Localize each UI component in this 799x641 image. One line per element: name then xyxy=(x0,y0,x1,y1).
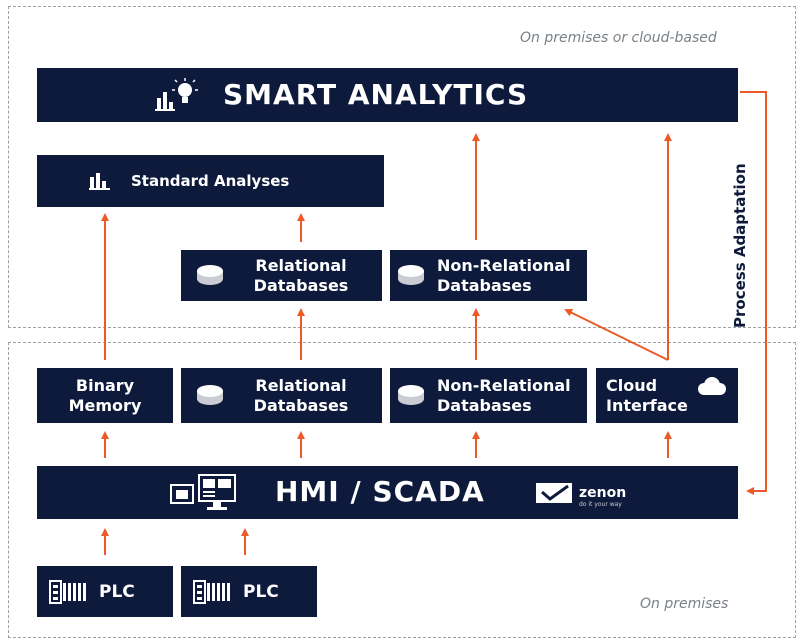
database-icon xyxy=(397,384,425,410)
binary-memory-box: Binary Memory xyxy=(37,368,173,423)
premises-relational-db-box: Relational Databases xyxy=(181,368,382,423)
database-icon xyxy=(196,264,224,290)
binary-memory-line1: Binary xyxy=(75,376,135,395)
plc-module-icon xyxy=(193,580,233,608)
binary-memory-line2: Memory xyxy=(68,396,142,415)
zenon-tagline: do it your way xyxy=(579,501,622,508)
cloud-relational-line2: Databases xyxy=(253,276,349,295)
cloud-interface-line2: Interface xyxy=(606,396,688,415)
hmi-scada-label: HMI / SCADA xyxy=(275,475,485,508)
bar-chart-icon xyxy=(89,172,111,194)
premises-nonrelational-line2: Databases xyxy=(437,396,532,415)
database-icon xyxy=(397,264,425,290)
cloud-relational-line1: Relational xyxy=(255,256,347,275)
smart-analytics-box: SMART ANALYTICS xyxy=(37,68,738,122)
cloud-nonrelational-line2: Databases xyxy=(437,276,532,295)
hmi-scada-box: HMI / SCADA zenon do it your way xyxy=(37,466,738,519)
analytics-lightbulb-icon xyxy=(155,78,199,116)
premises-zone-label: On premises xyxy=(640,596,729,612)
cloud-interface-line1: Cloud xyxy=(606,376,658,395)
cloud-interface-box: Cloud Interface xyxy=(596,368,738,423)
cloud-icon xyxy=(694,376,728,400)
plc-label-2: PLC xyxy=(243,582,279,602)
premises-relational-line1: Relational xyxy=(255,376,347,395)
premises-relational-line2: Databases xyxy=(253,396,349,415)
premises-zone xyxy=(8,342,796,638)
cloud-nonrelational-line1: Non-Relational xyxy=(437,256,571,275)
premises-nonrelational-line1: Non-Relational xyxy=(437,376,571,395)
plc-box-1: PLC xyxy=(37,566,173,617)
database-icon xyxy=(196,384,224,410)
arrow-cloud-to-nonrel xyxy=(564,309,669,361)
cloud-nonrelational-db-box: Non-Relational Databases xyxy=(390,250,587,301)
zenon-logo-text: zenon xyxy=(579,485,627,501)
process-adaptation-label: Process Adaptation xyxy=(731,163,749,328)
arrow-process-adaptation xyxy=(740,91,767,495)
plc-label-1: PLC xyxy=(99,582,135,602)
cloud-relational-db-box: Relational Databases xyxy=(181,250,382,301)
hmi-screens-icon xyxy=(169,473,241,517)
zenon-logo-icon xyxy=(536,482,574,508)
plc-module-icon xyxy=(49,580,89,608)
cloud-zone-label: On premises or cloud-based xyxy=(520,30,717,46)
premises-nonrelational-db-box: Non-Relational Databases xyxy=(390,368,587,423)
plc-box-2: PLC xyxy=(181,566,317,617)
standard-analyses-box: Standard Analyses xyxy=(37,155,384,207)
standard-analyses-label: Standard Analyses xyxy=(131,172,290,190)
smart-analytics-label: SMART ANALYTICS xyxy=(223,78,529,111)
cloud-zone xyxy=(8,6,796,328)
